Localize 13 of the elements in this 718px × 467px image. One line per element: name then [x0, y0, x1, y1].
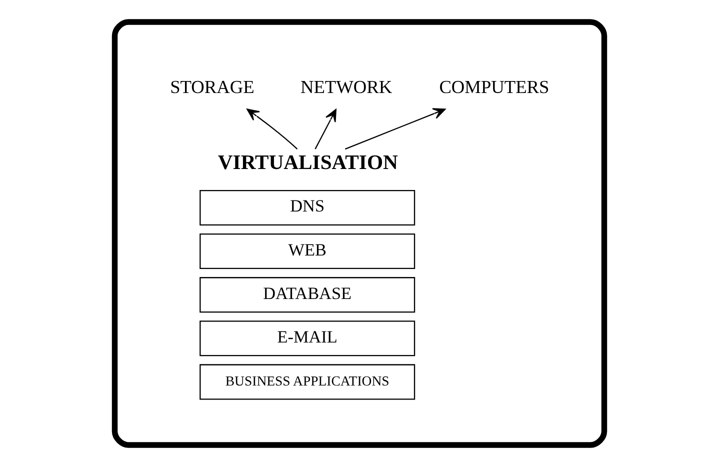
arrow: [246, 108, 298, 150]
arrow: [314, 108, 336, 150]
cluster: [111, 19, 607, 448]
node-text: COMPUTERS: [438, 76, 549, 97]
node-box: DNS: [199, 190, 415, 226]
node-box: BUSINESS APPLICATIONS: [199, 364, 415, 400]
node-box: E-MAIL: [199, 320, 415, 356]
node-text: NETWORK: [300, 76, 392, 97]
node-box: WEB: [199, 234, 415, 270]
arrow: [344, 108, 446, 150]
node-text: STORAGE: [170, 76, 254, 97]
node-text: VIRTUALISATION: [217, 152, 398, 174]
node-box: DATABASE: [199, 277, 415, 313]
